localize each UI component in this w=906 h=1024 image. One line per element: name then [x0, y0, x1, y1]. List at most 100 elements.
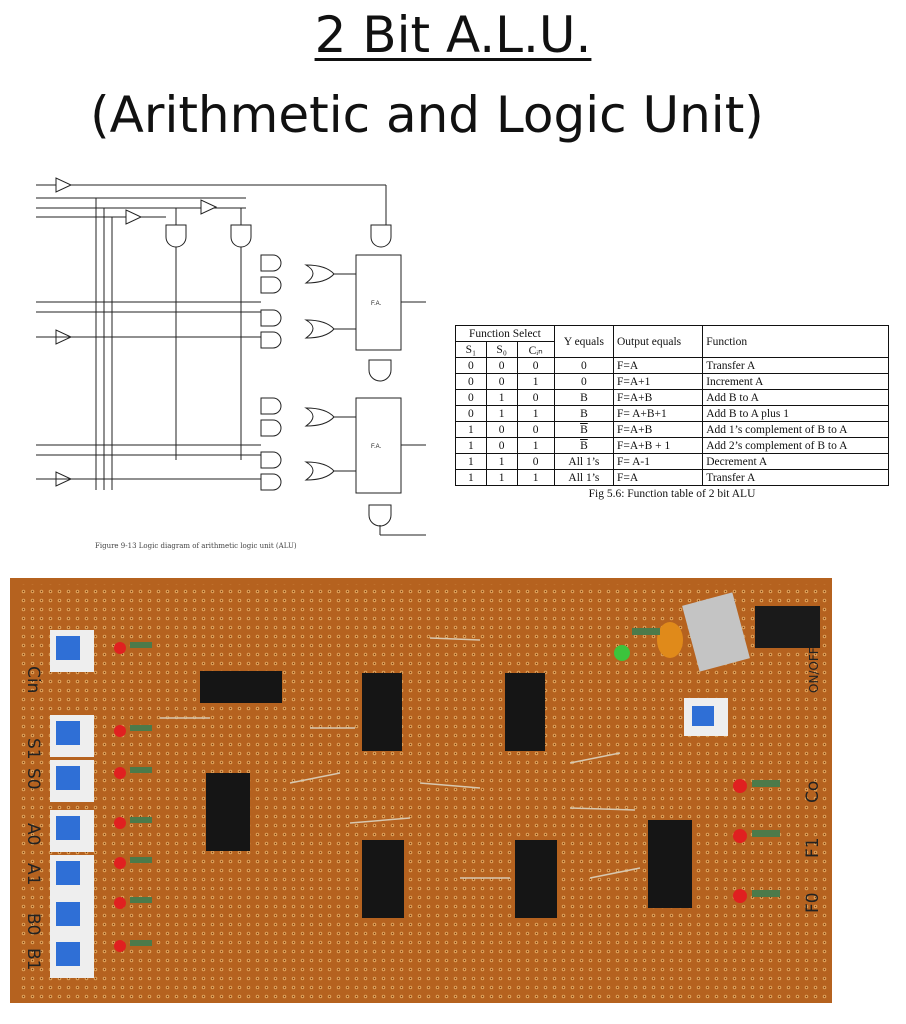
cell-s0: 0 — [485, 373, 518, 390]
capacitor — [657, 622, 683, 658]
diagram-caption: Figure 9-13 Logic diagram of arithmetic … — [95, 542, 297, 550]
power-led — [614, 645, 630, 661]
output-leds — [733, 779, 780, 903]
cell-cin: 0 — [516, 357, 555, 374]
cell-cin: 0 — [516, 421, 555, 438]
cell-s0: 1 — [485, 389, 518, 406]
cell-output: F=A+B — [612, 421, 704, 438]
ic-5 — [362, 840, 404, 918]
header-cin: Cᵢₙ — [516, 341, 555, 358]
table-row: 1 1 1 All 1’s F=A Transfer A — [455, 469, 889, 486]
cell-s1: 0 — [455, 405, 487, 422]
cell-s1: 1 — [455, 421, 487, 438]
cell-output: F=A+1 — [612, 373, 704, 390]
cell-s1: 1 — [455, 437, 487, 454]
label-co: Co — [803, 781, 823, 803]
label-onoff: ON/OFF — [807, 647, 821, 693]
header-output-equals: Output equals — [612, 325, 704, 358]
cell-s0: 1 — [485, 405, 518, 422]
ic-7 — [648, 820, 692, 908]
label-b0: B0 — [23, 913, 43, 935]
cell-output: F=A+B — [612, 389, 704, 406]
cell-function: Increment A — [702, 373, 889, 390]
svg-text:F.A.: F.A. — [371, 301, 382, 307]
cell-y: All 1’s — [553, 469, 614, 486]
switch-a1 — [50, 855, 94, 897]
pcb-board-photo: Cin S1 S0 A0 A1 B0 B1 ON/OFF Co F1 F0 — [10, 578, 832, 1003]
label-a0: A0 — [23, 823, 43, 845]
label-f1: F1 — [803, 837, 823, 858]
cell-s1: 1 — [455, 469, 487, 486]
logic-diagram: F.A. F.A. — [16, 160, 446, 555]
header-function-select: Function Select — [455, 325, 555, 342]
ic-chips — [200, 671, 692, 918]
switch-b1 — [50, 936, 94, 978]
cell-output: F= A-1 — [612, 453, 704, 470]
led-co — [733, 779, 747, 793]
header-s1: S₁ — [455, 341, 487, 358]
cell-y: All 1’s — [553, 453, 614, 470]
cell-cin: 1 — [516, 469, 555, 486]
page-title: 2 Bit A.L.U. — [314, 6, 592, 64]
cell-function: Add 1’s complement of B to A — [702, 421, 889, 438]
header-function: Function — [702, 325, 889, 358]
cell-s1: 0 — [455, 357, 487, 374]
label-a1: A1 — [23, 863, 43, 885]
cell-function: Decrement A — [702, 453, 889, 470]
led-f0 — [733, 889, 747, 903]
switch-s0 — [50, 760, 94, 802]
cell-y: 0 — [553, 373, 614, 390]
header-y-equals: Y equals — [553, 325, 614, 358]
header-s0: S₀ — [485, 341, 518, 358]
cell-output: F=A — [612, 357, 704, 374]
function-table: Function Select Y equals Output equals F… — [455, 325, 889, 500]
cell-function: Add B to A plus 1 — [702, 405, 889, 422]
cell-cin: 1 — [516, 373, 555, 390]
cell-output: F=A — [612, 469, 704, 486]
ic-2 — [362, 673, 402, 751]
cell-y: B — [553, 437, 614, 454]
cell-y: B — [553, 389, 614, 406]
switch-b0 — [50, 896, 94, 938]
switch-cin — [50, 630, 94, 672]
cell-s0: 0 — [485, 437, 518, 454]
table-row: 0 1 0 B F=A+B Add B to A — [455, 389, 889, 406]
label-s1: S1 — [23, 738, 43, 760]
regulator-heatsink — [682, 592, 750, 672]
cell-y: 0 — [553, 357, 614, 374]
cell-function: Add 2’s complement of B to A — [702, 437, 889, 454]
ic-6 — [515, 840, 557, 918]
cell-s0: 0 — [485, 357, 518, 374]
table-caption: Fig 5.6: Function table of 2 bit ALU — [588, 488, 756, 500]
table-row: 1 0 0 B F=A+B Add 1’s complement of B to… — [455, 421, 889, 438]
cell-function: Add B to A — [702, 389, 889, 406]
table-row: 1 1 0 All 1’s F= A-1 Decrement A — [455, 453, 889, 470]
cell-y: B — [553, 421, 614, 438]
cell-s0: 0 — [485, 421, 518, 438]
cell-output: F=A+B + 1 — [612, 437, 704, 454]
label-b1: B1 — [23, 948, 43, 970]
ic-4 — [206, 773, 250, 851]
power-section — [614, 592, 820, 736]
label-cin: Cin — [23, 666, 43, 693]
cell-cin: 1 — [516, 405, 555, 422]
cell-y: B — [553, 405, 614, 422]
table-row: 0 0 1 0 F=A+1 Increment A — [455, 373, 889, 390]
led-f1 — [733, 829, 747, 843]
cell-s1: 1 — [455, 453, 487, 470]
table-row: 0 1 1 B F= A+B+1 Add B to A plus 1 — [455, 405, 889, 422]
board-left-labels: Cin S1 S0 A0 A1 B0 B1 — [23, 666, 43, 970]
page-subtitle: (Arithmetic and Logic Unit) — [90, 86, 764, 144]
label-s0: S0 — [23, 768, 43, 790]
jumper-wires — [160, 637, 641, 879]
cell-s0: 1 — [485, 469, 518, 486]
cell-function: Transfer A — [702, 469, 889, 486]
input-switches — [50, 630, 94, 978]
cell-s0: 1 — [485, 453, 518, 470]
cell-s1: 0 — [455, 389, 487, 406]
dc-jack — [755, 606, 820, 648]
board-right-labels: ON/OFF Co F1 F0 — [803, 647, 823, 913]
table-row: 0 0 0 0 F=A Transfer A — [455, 357, 889, 374]
ic-1 — [200, 671, 282, 703]
cell-output: F= A+B+1 — [612, 405, 704, 422]
